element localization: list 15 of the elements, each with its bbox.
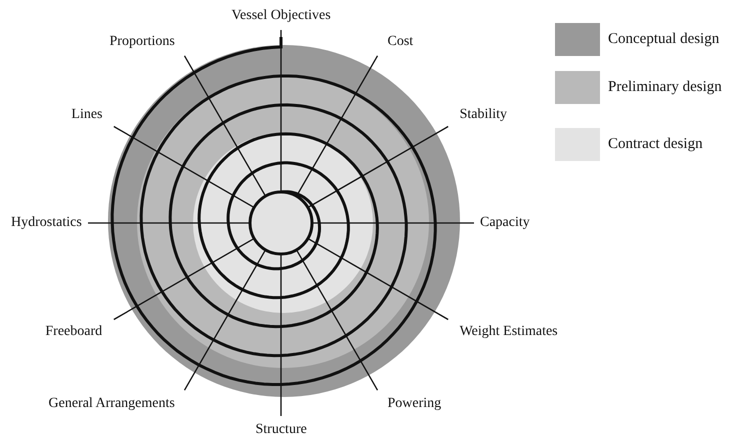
spoke-label: Proportions [110, 34, 175, 50]
spoke-label: Freeboard [45, 324, 102, 340]
spoke-label: Stability [460, 106, 508, 122]
spoke-label: Structure [256, 422, 307, 435]
legend-label: Contract design [608, 136, 703, 152]
spoke-label: Powering [388, 396, 442, 412]
legend-label: Preliminary design [608, 79, 722, 95]
spoke-label: General Arrangements [48, 396, 175, 412]
spoke-label: Hydrostatics [11, 215, 82, 231]
spoke-label: Vessel Objectives [232, 8, 331, 24]
spoke-label: Cost [388, 34, 414, 50]
spoke-label: Capacity [480, 215, 530, 231]
spoke-label: Weight Estimates [460, 324, 558, 340]
legend-label: Conceptual design [608, 31, 720, 47]
spoke-label: Lines [71, 106, 102, 122]
